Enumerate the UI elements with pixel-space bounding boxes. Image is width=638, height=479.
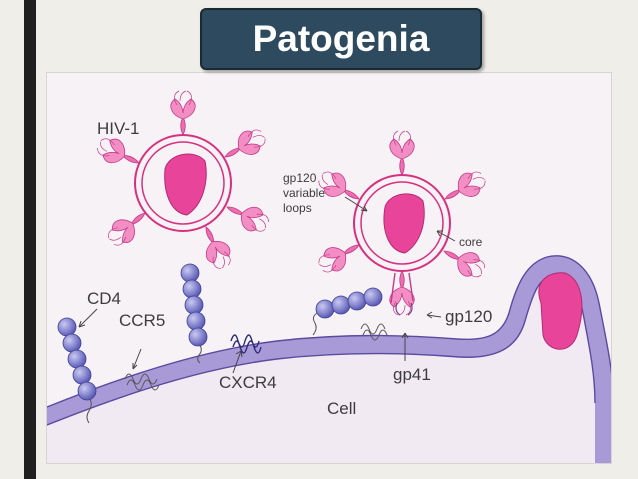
label-cxcr4: CXCR4 xyxy=(219,373,277,392)
cxcr4-receptor xyxy=(230,334,262,354)
label-gp120-variable-loops-line2: variable xyxy=(283,186,326,200)
label-ccr5: CCR5 xyxy=(119,311,166,330)
label-gp120-variable-loops-line1: gp120 xyxy=(283,171,317,185)
slide-left-accent-bar xyxy=(24,0,36,479)
label-cell: Cell xyxy=(327,399,357,418)
hiv-virion-2 xyxy=(314,130,490,316)
label-gp120-variable-loops-line3: loops xyxy=(283,201,312,215)
label-core: core xyxy=(459,235,483,249)
hiv-virion-1 xyxy=(93,90,273,273)
label-hiv-1: HIV-1 xyxy=(97,119,140,138)
hiv-entry-diagram xyxy=(47,90,611,463)
hiv-entry-figure: HIV-1 CD4 CCR5 CXCR4 Cell gp120 variable… xyxy=(46,72,612,464)
virion-2-core xyxy=(383,193,425,254)
label-gp120: gp120 xyxy=(445,307,493,326)
cd4-receptor xyxy=(57,317,97,424)
label-gp41: gp41 xyxy=(393,365,431,384)
cell-nucleus xyxy=(538,272,583,350)
slide-title: Patogenia xyxy=(252,18,430,59)
cell-interior xyxy=(47,276,595,463)
label-cd4: CD4 xyxy=(87,289,122,308)
virion-1-core xyxy=(164,153,207,216)
label-arrows xyxy=(78,196,456,374)
ccr5-receptor xyxy=(124,373,160,391)
cd4-bound-receptor xyxy=(180,263,208,364)
cd4-horizontal-receptor xyxy=(312,287,388,341)
slide-title-box: Patogenia xyxy=(200,8,482,70)
